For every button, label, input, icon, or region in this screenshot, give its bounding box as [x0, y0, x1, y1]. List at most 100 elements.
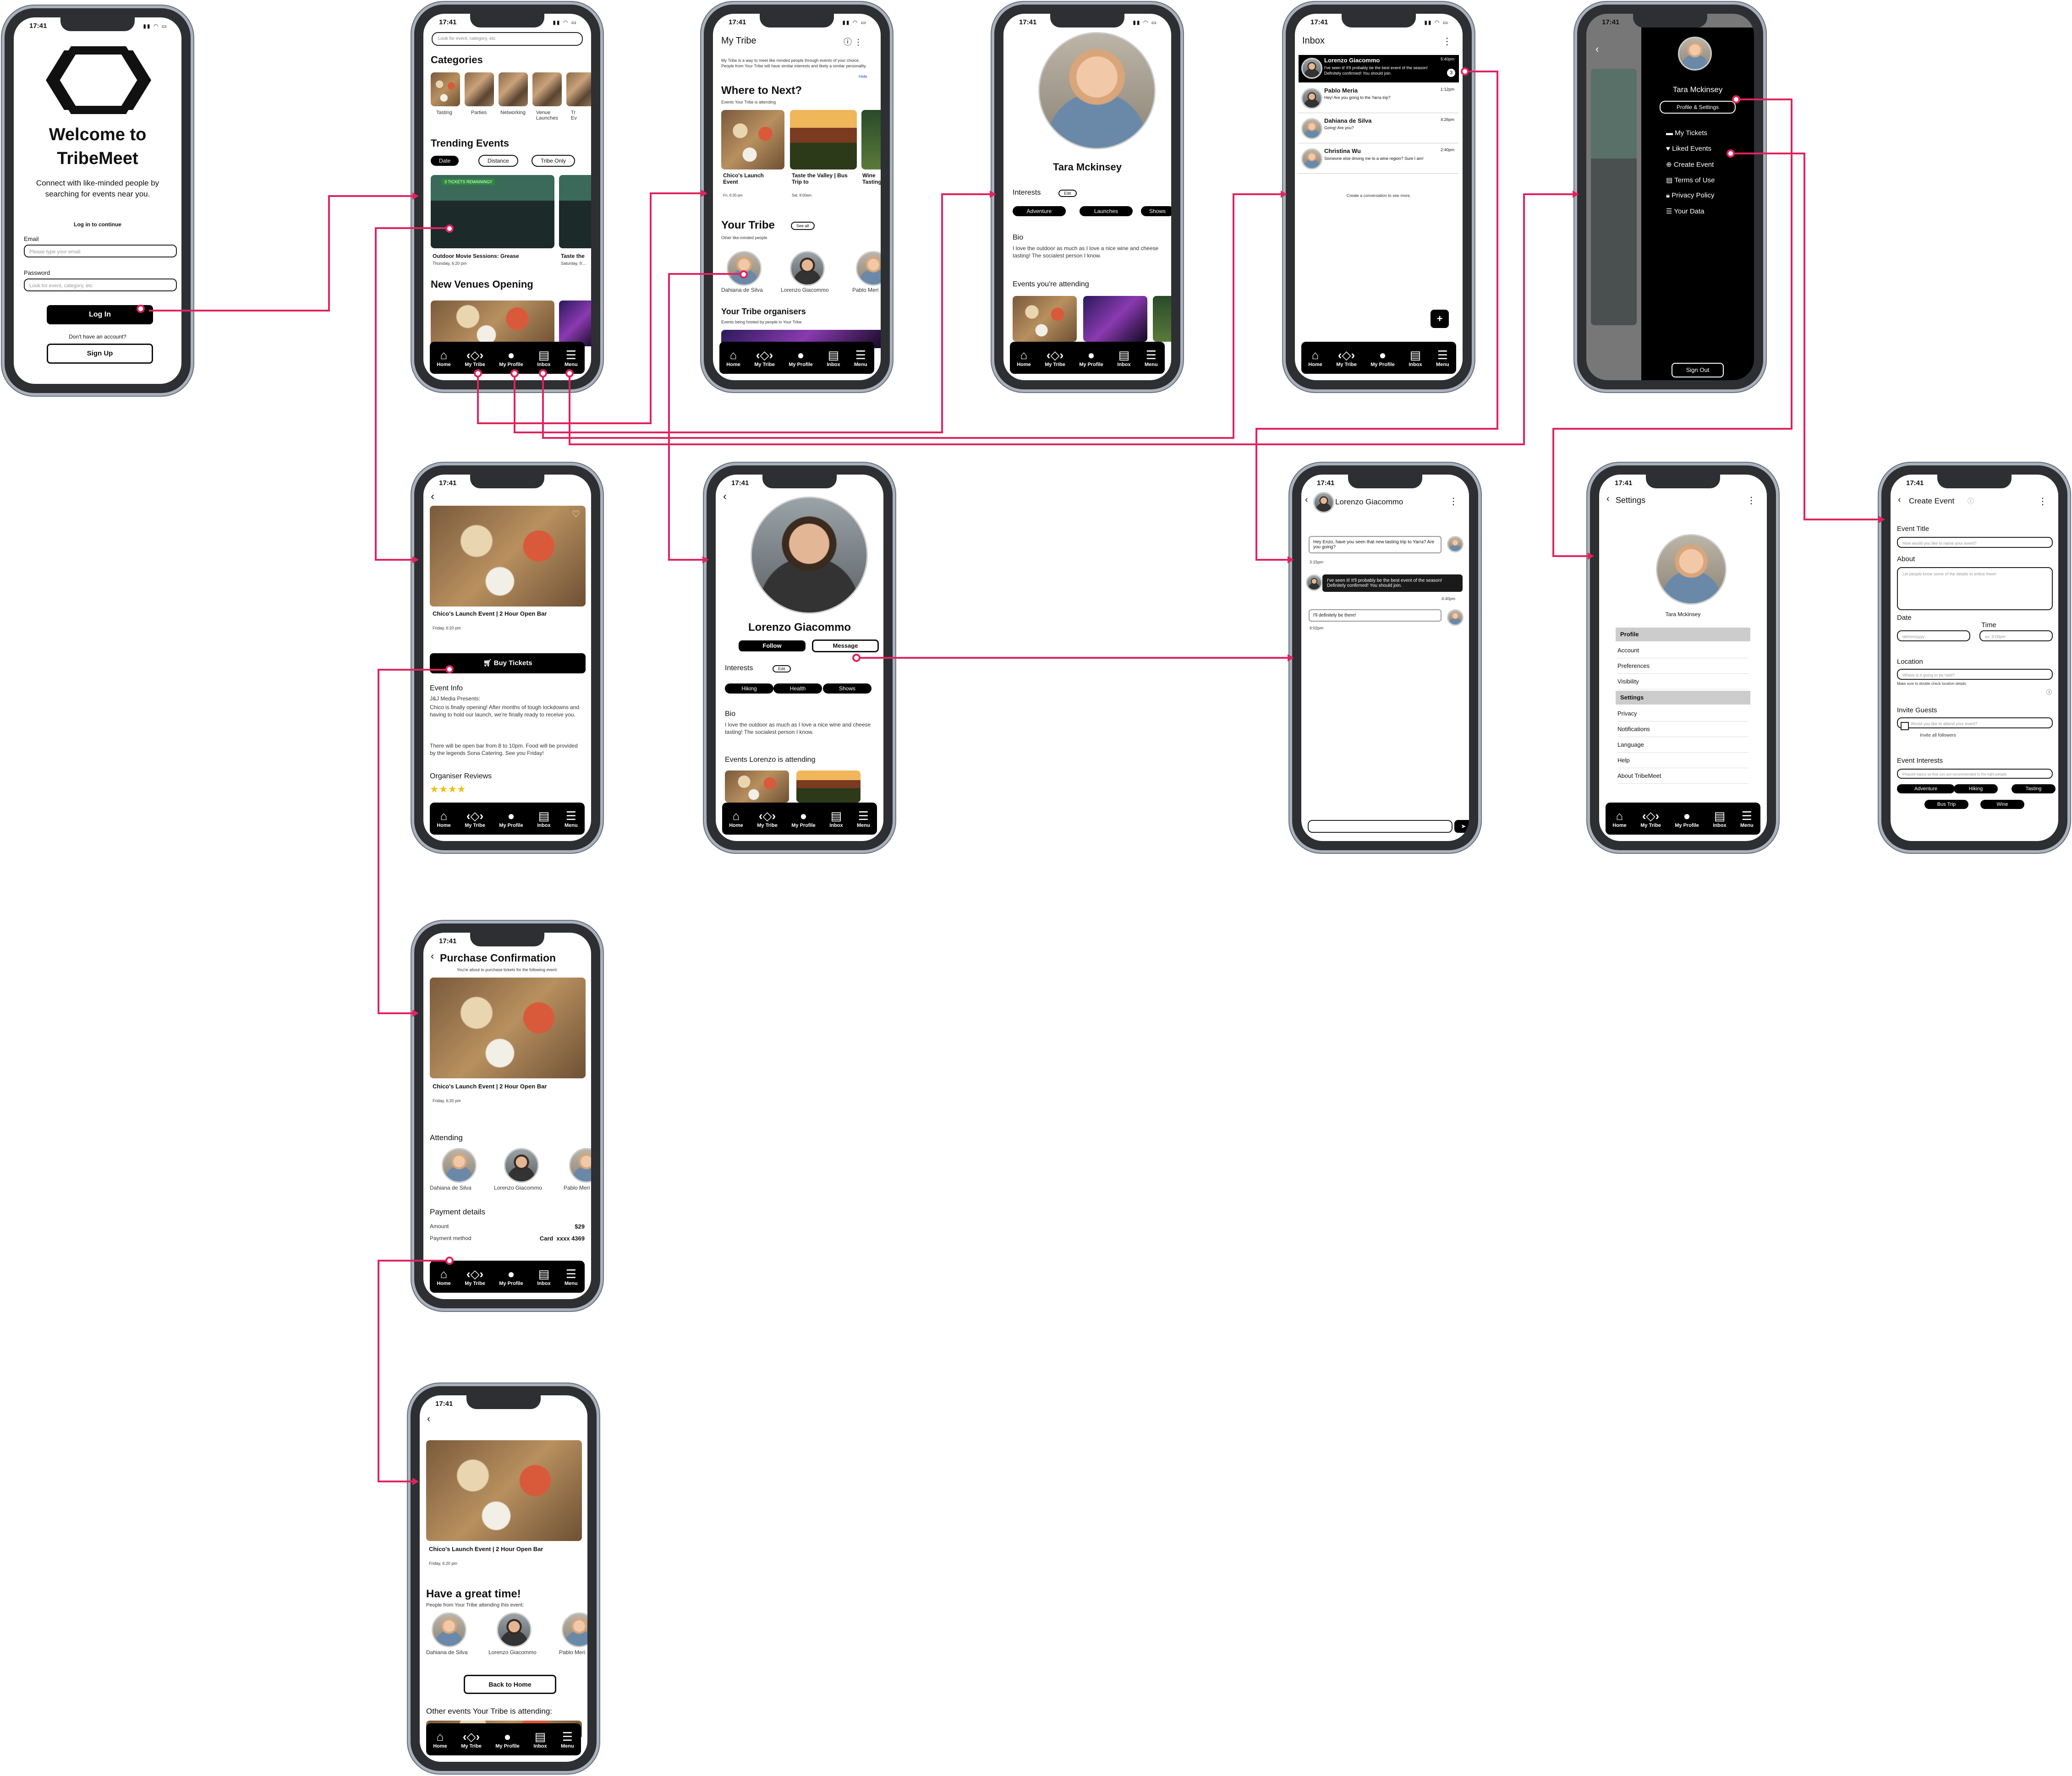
more-icon[interactable]: ⋮ — [2038, 497, 2047, 507]
filter-tribe[interactable]: Tribe Only — [532, 155, 575, 167]
tab-tribe[interactable]: ‹◇›My Tribe — [1336, 348, 1357, 367]
tab-menu[interactable]: ☰Menu — [565, 348, 578, 367]
back-chevron-icon[interactable]: ‹ — [1898, 495, 1901, 505]
profile-settings-button[interactable]: Profile & Settings — [1660, 101, 1736, 114]
more-icon[interactable]: ⋮ — [1449, 497, 1458, 507]
send-button[interactable]: ➤ — [1454, 820, 1469, 833]
back-chevron-icon[interactable]: ‹ — [1305, 495, 1308, 505]
tab-inbox[interactable]: ▤Inbox — [537, 1267, 551, 1286]
profile-event-2[interactable] — [1083, 296, 1147, 342]
tab-tribe[interactable]: ‹◇›My Tribe — [1640, 809, 1661, 828]
tab-home[interactable]: ⌂Home — [437, 1267, 451, 1286]
setting-privacy[interactable]: Privacy — [1617, 706, 1749, 721]
help-icon[interactable]: ⓘ ⋮ — [843, 38, 862, 47]
tab-tribe[interactable]: ‹◇›My Tribe — [1045, 348, 1065, 367]
location-field[interactable]: Where is it going to be held? — [1897, 669, 2053, 680]
profile-event-3[interactable] — [1153, 296, 1171, 342]
invite-field[interactable]: Would you like to attend your event? — [1897, 717, 2053, 728]
tab-tribe[interactable]: ‹◇›My Tribe — [461, 1730, 482, 1749]
back-chevron-icon[interactable]: ‹ — [1595, 43, 1599, 55]
tab-menu[interactable]: ☰Menu — [565, 809, 578, 828]
tab-profile[interactable]: ●My Profile — [791, 809, 816, 828]
back-chevron-icon[interactable]: ‹ — [431, 950, 434, 962]
menu-terms[interactable]: ▤ Terms of Use — [1666, 176, 1715, 184]
thread-lorenzo[interactable]: Lorenzo Giacommo 5:40pm I've seen it! It… — [1299, 55, 1459, 82]
setting-language[interactable]: Language — [1617, 738, 1749, 753]
setting-preferences[interactable]: Preferences — [1617, 659, 1749, 674]
tab-inbox[interactable]: ▤Inbox — [829, 809, 843, 828]
back-chevron-icon[interactable]: ‹ — [427, 1413, 431, 1424]
menu-your-data[interactable]: ☰ Your Data — [1666, 208, 1705, 215]
signup-button[interactable]: Sign Up — [47, 344, 153, 364]
tribe-avatar-pablo[interactable] — [856, 251, 881, 286]
tab-home[interactable]: ⌂Home — [437, 809, 451, 828]
category-more[interactable] — [566, 72, 591, 106]
category-tasting[interactable] — [431, 72, 460, 106]
help-icon[interactable]: ⓘ — [1968, 497, 1974, 505]
tab-home[interactable]: ⌂Home — [1308, 348, 1322, 367]
about-field[interactable]: Let people know some of the details to e… — [1897, 567, 2053, 610]
tag-tasting[interactable]: Tasting — [2012, 784, 2056, 793]
see-all-button[interactable]: See all — [791, 222, 815, 230]
tab-inbox[interactable]: ▤Inbox — [537, 348, 551, 367]
heart-icon[interactable]: ♡ — [572, 509, 580, 519]
more-icon[interactable]: ⋮ — [1747, 496, 1756, 506]
tab-profile[interactable]: ●My Profile — [1675, 809, 1699, 828]
interests-edit[interactable]: Edit — [773, 665, 791, 672]
tab-tribe[interactable]: ‹◇›My Tribe — [757, 809, 778, 828]
tab-profile[interactable]: ●My Profile — [1370, 348, 1395, 367]
thread-pablo[interactable]: Pablo Meria 1:12pm Hey! Are you going to… — [1299, 85, 1459, 113]
tab-tribe[interactable]: ‹◇›My Tribe — [465, 809, 485, 828]
follow-button[interactable]: Follow — [739, 640, 806, 651]
tribe-event-b[interactable] — [790, 110, 857, 169]
setting-about[interactable]: About TribeMeet — [1617, 769, 1749, 784]
event-card-movie[interactable] — [431, 175, 554, 248]
tab-home[interactable]: ⌂Home — [433, 1730, 447, 1749]
thread-christina[interactable]: Christina Wu 2:40pm Someone else driving… — [1299, 146, 1459, 174]
setting-visibility[interactable]: Visibility — [1617, 674, 1749, 689]
tab-inbox[interactable]: ▤Inbox — [827, 348, 840, 367]
menu-create-event[interactable]: ⊕ Create Event — [1666, 161, 1714, 169]
event-card-taste[interactable] — [559, 175, 591, 248]
tab-menu[interactable]: ☰Menu — [854, 348, 867, 367]
tab-tribe[interactable]: ‹◇›My Tribe — [754, 348, 775, 367]
tab-profile[interactable]: ●My Profile — [789, 348, 813, 367]
setting-notifications[interactable]: Notifications — [1617, 722, 1749, 737]
tab-menu[interactable]: ☰Menu — [565, 1267, 578, 1286]
tab-inbox[interactable]: ▤Inbox — [1117, 348, 1131, 367]
tag-wine[interactable]: Wine — [1980, 800, 2024, 809]
thread-dahiana[interactable]: Dahiana de Silva 4:26pm Going! Are you? — [1299, 115, 1459, 143]
email-field[interactable]: Please type your email — [24, 245, 177, 257]
tribe-intro-link[interactable]: Hide — [859, 74, 867, 79]
back-home-button[interactable]: Back to Home — [464, 1675, 556, 1694]
venue-card-2[interactable] — [559, 301, 591, 346]
time-field[interactable]: ex: 3:00pm — [1979, 630, 2053, 641]
tab-tribe[interactable]: ‹◇›My Tribe — [465, 348, 485, 367]
category-venue[interactable] — [532, 72, 562, 106]
tab-inbox[interactable]: ▤Inbox — [1713, 809, 1727, 828]
new-conversation-button[interactable]: + — [1431, 310, 1449, 328]
tribe-avatar-lorenzo[interactable] — [790, 251, 825, 286]
tab-menu[interactable]: ☰Menu — [561, 1730, 574, 1749]
menu-privacy[interactable]: 🔒︎ Privacy Policy — [1666, 191, 1715, 199]
event-title-field[interactable]: How would you like to name your event? — [1897, 537, 2053, 548]
tab-home[interactable]: ⌂Home — [1612, 809, 1627, 828]
lorenzo-event-2[interactable] — [796, 771, 861, 803]
tab-inbox[interactable]: ▤Inbox — [537, 809, 551, 828]
tab-tribe[interactable]: ‹◇›My Tribe — [465, 1267, 485, 1286]
tab-menu[interactable]: ☰Menu — [1436, 348, 1449, 367]
tag-bus-trip[interactable]: Bus Trip — [1924, 800, 1968, 809]
setting-account[interactable]: Account — [1617, 643, 1749, 658]
category-networking[interactable] — [499, 72, 528, 106]
venue-card-1[interactable] — [431, 301, 554, 346]
more-icon[interactable]: ⋮ — [1442, 37, 1452, 47]
invite-all-checkbox[interactable] — [1901, 722, 1909, 730]
menu-my-tickets[interactable]: ▬ My Tickets — [1666, 129, 1708, 137]
tab-profile[interactable]: ●My Profile — [499, 348, 523, 367]
tab-profile[interactable]: ●My Profile — [495, 1730, 520, 1749]
category-parties[interactable] — [465, 72, 494, 106]
menu-liked-events[interactable]: ♥ Liked Events — [1666, 145, 1711, 153]
tag-adventure[interactable]: Adventure — [1897, 784, 1955, 793]
tab-home[interactable]: ⌂Home — [729, 809, 743, 828]
interests-field[interactable]: Pinpoint topics so that you are recommen… — [1897, 769, 2053, 779]
